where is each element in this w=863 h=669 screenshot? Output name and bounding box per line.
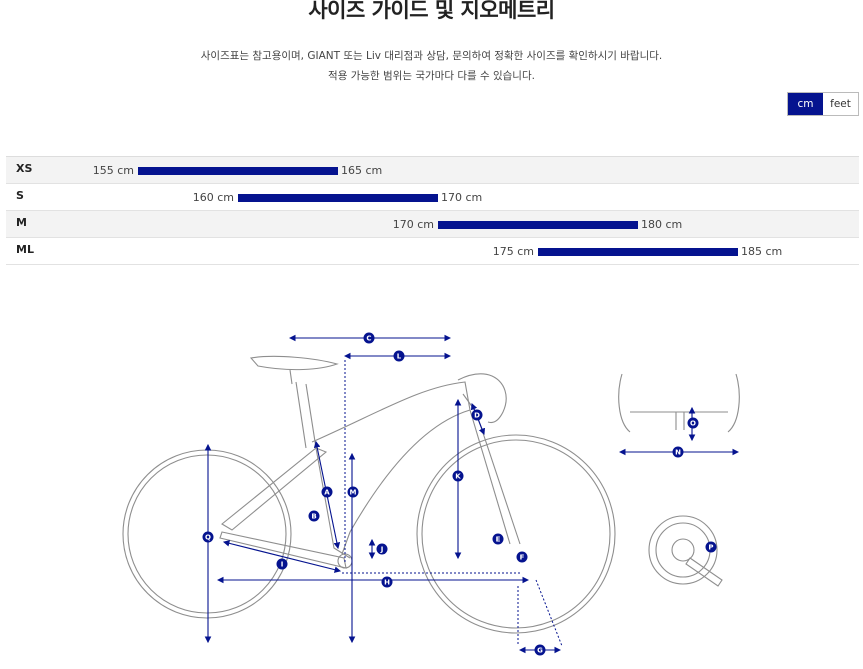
height-range-bar — [138, 167, 338, 175]
height-range-bar — [538, 248, 738, 256]
unit-toggle: cm feet — [787, 92, 859, 116]
bike-geometry-diagram: A B C D E F G H I J K L M N O P Q — [122, 332, 740, 656]
geometry-badge-h — [381, 576, 393, 588]
size-row-s: S 160 cm 170 cm — [6, 184, 859, 211]
size-row-xs: XS 155 cm 165 cm — [6, 157, 859, 184]
geometry-badge-j — [376, 543, 388, 555]
reference-lines — [342, 360, 563, 647]
size-range-table: XS 155 cm 165 cm S 160 cm 170 cm M 170 cm 180 cm… — [6, 156, 859, 265]
geometry-badge-label: I — [281, 561, 284, 569]
geometry-badge-p — [705, 541, 717, 553]
geometry-badge-label: B — [311, 513, 316, 521]
range-max-label: 170 cm — [441, 191, 483, 204]
size-guide-notice: 사이즈표는 참고용이며, GIANT 또는 Liv 대리점과 상담, 문의하여 … — [200, 50, 663, 62]
size-label: M — [16, 216, 27, 229]
geometry-badge-label: N — [675, 449, 681, 457]
geometry-badge-label: P — [708, 544, 713, 552]
unit-feet-button[interactable]: feet — [823, 93, 858, 115]
range-min-label: 170 cm — [392, 218, 434, 231]
geometry-badge-a — [321, 486, 333, 498]
range-max-label: 185 cm — [741, 245, 783, 258]
geometry-badge-c — [363, 332, 375, 344]
geometry-badge-label: K — [455, 473, 461, 481]
size-label: S — [16, 189, 24, 202]
geometry-badge-label: H — [384, 579, 390, 587]
page-title: 사이즈 가이드 및 지오메트리 — [308, 0, 555, 22]
range-min-label: 175 cm — [492, 245, 534, 258]
geometry-badge-label: C — [366, 335, 371, 343]
geometry-badge-q — [202, 531, 214, 543]
geometry-badge-i — [276, 558, 288, 570]
geometry-badge-label: F — [520, 554, 525, 562]
geometry-badge-m — [347, 486, 359, 498]
geometry-badge-label: J — [380, 546, 384, 554]
bike-outline — [122, 355, 740, 634]
geometry-badge-label: M — [350, 489, 357, 497]
geometry-badge-label: D — [474, 412, 480, 420]
size-label: XS — [16, 162, 33, 175]
range-min-label: 160 cm — [192, 191, 234, 204]
dimension-lines — [204, 334, 740, 654]
geometry-badge-d — [471, 409, 483, 421]
geometry-badge-label: L — [397, 353, 402, 361]
geometry-badge-label: G — [537, 647, 543, 655]
size-row-m: M 170 cm 180 cm — [6, 211, 859, 238]
geometry-badges: A B C D E F G H I J K L M N O P Q — [202, 332, 717, 656]
geometry-badge-f — [516, 551, 528, 563]
range-max-label: 180 cm — [641, 218, 683, 231]
geometry-badge-l — [393, 350, 405, 362]
range-min-label: 155 cm — [92, 164, 134, 177]
geometry-badge-g — [534, 644, 546, 656]
geometry-badge-e — [492, 533, 504, 545]
region-notice: 적용 가능한 범위는 국가마다 다를 수 있습니다. — [328, 70, 535, 82]
geometry-badge-label: A — [324, 489, 330, 497]
height-range-bar — [238, 194, 438, 202]
size-row-ml: ML 175 cm 185 cm — [6, 238, 859, 265]
unit-cm-button[interactable]: cm — [788, 93, 823, 115]
range-max-label: 165 cm — [341, 164, 383, 177]
geometry-badge-label: O — [690, 420, 696, 428]
geometry-badge-k — [452, 470, 464, 482]
size-label: ML — [16, 243, 34, 256]
geometry-badge-o — [687, 417, 699, 429]
geometry-badge-b — [308, 510, 320, 522]
geometry-badge-n — [672, 446, 684, 458]
geometry-badge-label: Q — [205, 534, 211, 542]
height-range-bar — [438, 221, 638, 229]
geometry-badge-label: E — [496, 536, 501, 544]
